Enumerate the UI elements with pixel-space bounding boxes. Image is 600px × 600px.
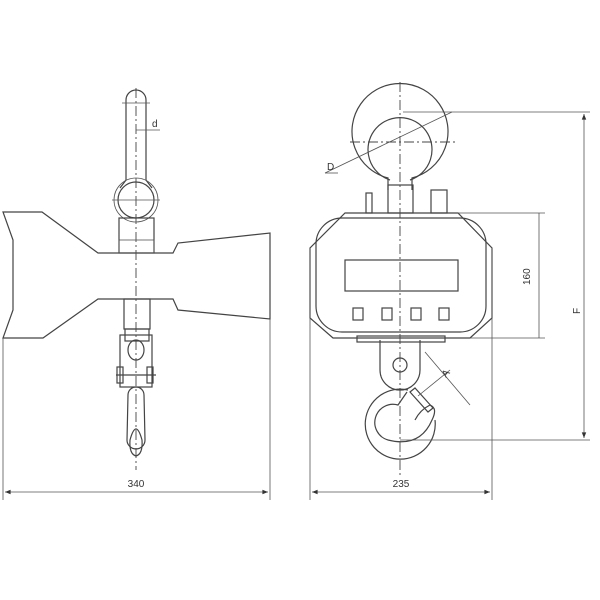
bottom-hook-side <box>116 298 156 457</box>
top-link <box>112 89 160 254</box>
hook <box>364 340 436 460</box>
label-235: 235 <box>393 479 410 490</box>
button-3 <box>410 307 422 321</box>
display-window <box>344 259 459 292</box>
label-340: 340 <box>128 479 145 490</box>
label-D: D <box>327 162 334 173</box>
side-view: d 340 <box>2 88 271 500</box>
shackle <box>324 83 455 214</box>
button-4 <box>438 307 450 321</box>
side-body-outline <box>2 211 271 339</box>
button-1 <box>352 307 364 321</box>
front-view: D A 160 F <box>309 82 590 500</box>
label-A: A <box>440 367 453 379</box>
button-2 <box>381 307 393 321</box>
label-160: 160 <box>522 268 533 285</box>
label-F: F <box>572 308 583 314</box>
label-d: d <box>152 119 158 130</box>
scale-body <box>309 212 493 343</box>
